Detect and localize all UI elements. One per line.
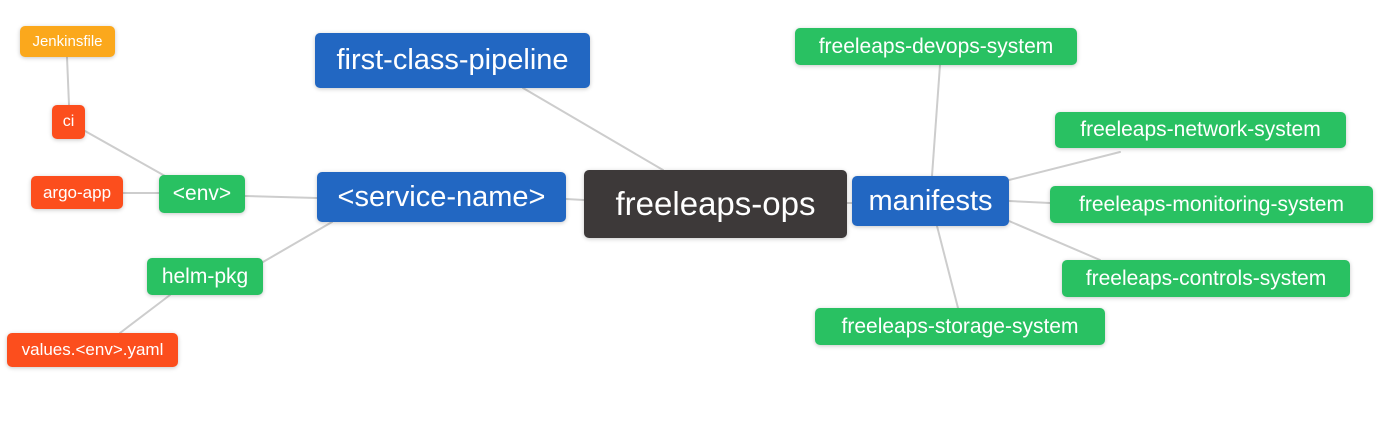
node-freeleaps-storage-system[interactable]: freeleaps-storage-system <box>815 308 1105 345</box>
node-root-freeleaps-ops[interactable]: freeleaps-ops <box>584 170 847 238</box>
edge-helmpkg-servicename <box>262 221 333 263</box>
node-freeleaps-devops-system[interactable]: freeleaps-devops-system <box>795 28 1077 65</box>
node-jenkinsfile[interactable]: Jenkinsfile <box>20 26 115 57</box>
edge-manifests-monitoring <box>1008 200 1051 204</box>
edge-jenkinsfile-ci <box>66 56 70 106</box>
node-helm-pkg[interactable]: helm-pkg <box>147 258 263 295</box>
node-argo-app[interactable]: argo-app <box>31 176 123 209</box>
edge-manifests-network <box>1008 151 1121 181</box>
node-freeleaps-network-system[interactable]: freeleaps-network-system <box>1055 112 1346 148</box>
node-ci[interactable]: ci <box>52 105 85 139</box>
edge-pipeline-root <box>522 87 664 171</box>
edge-env-servicename <box>244 195 318 199</box>
node-manifests[interactable]: manifests <box>852 176 1009 226</box>
node-freeleaps-controls-system[interactable]: freeleaps-controls-system <box>1062 260 1350 297</box>
node-env[interactable]: <env> <box>159 175 245 213</box>
edge-values-helmpkg <box>119 294 171 334</box>
edge-manifests-controls <box>1008 220 1101 261</box>
node-values-env-yaml[interactable]: values.<env>.yaml <box>7 333 178 367</box>
node-service-name[interactable]: <service-name> <box>317 172 566 222</box>
node-freeleaps-monitoring-system[interactable]: freeleaps-monitoring-system <box>1050 186 1373 223</box>
edge-manifests-devops <box>931 64 941 177</box>
edge-ci-env <box>84 130 166 177</box>
node-first-class-pipeline[interactable]: first-class-pipeline <box>315 33 590 88</box>
edge-servicename-root <box>565 198 585 201</box>
edge-manifests-storage <box>936 225 959 309</box>
